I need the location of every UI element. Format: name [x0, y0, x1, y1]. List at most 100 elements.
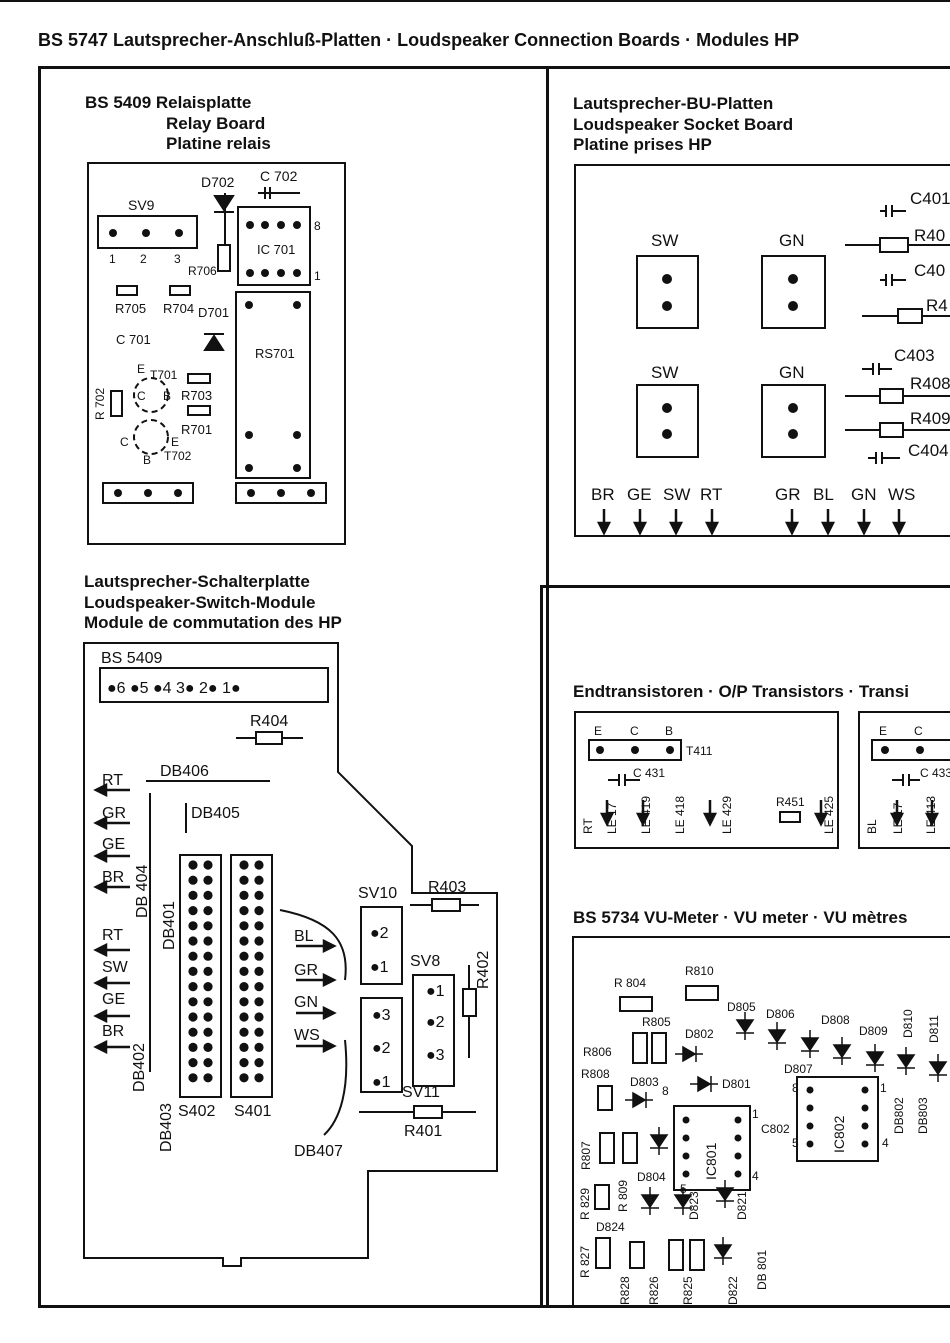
c433-capacitor	[892, 774, 920, 786]
wire-arrow-head	[93, 848, 108, 864]
switch-left-wire-label: GE	[102, 836, 125, 853]
r451-resistor	[779, 811, 801, 823]
gn-socket-bottom	[761, 384, 826, 458]
label-sv11-pin3: ●3	[372, 1007, 391, 1024]
label-d823: D823	[687, 1191, 701, 1220]
header-pin	[188, 906, 198, 916]
r404-resistor	[255, 731, 283, 745]
header-pin	[254, 982, 264, 992]
wire-arrow-head	[93, 782, 108, 798]
label-ic801: IC801	[703, 1142, 719, 1180]
socket-title-de: Lautsprecher-BU-Platten	[573, 94, 774, 113]
wire-arrow-head	[820, 521, 836, 536]
r808-resistor	[597, 1085, 613, 1111]
switch-left-wire-label: GE	[102, 991, 125, 1008]
label-db406: DB406	[160, 763, 209, 780]
right-top-frame	[543, 66, 950, 1308]
diode-symbol	[800, 1030, 820, 1058]
diode-symbol	[690, 1075, 718, 1093]
header-pin	[203, 875, 213, 885]
top-rule	[0, 0, 950, 2]
t702-transistor	[133, 419, 169, 455]
header-pin	[254, 921, 264, 931]
label-gn-bottom: GN	[779, 363, 805, 382]
header-pin	[254, 860, 264, 870]
header-pin	[239, 1012, 249, 1022]
diode-symbol	[767, 1022, 787, 1050]
label-rt: RT	[581, 818, 595, 834]
header-pin	[203, 997, 213, 1007]
wire-arrow-head	[924, 812, 940, 827]
label-r701: R701	[181, 422, 212, 437]
label-t433-c: C	[914, 724, 923, 738]
label-r404: R404	[250, 713, 288, 730]
header-pin	[254, 1073, 264, 1083]
label-t702: T702	[164, 449, 192, 463]
sv10-header	[360, 906, 403, 985]
r702-resistor	[110, 390, 123, 417]
label-sv11: SV11	[402, 1084, 440, 1101]
r705-resistor	[116, 285, 138, 296]
label-le418: LE 418	[673, 796, 687, 834]
label-le17-a: LE 17	[605, 802, 619, 834]
label-r808: R808	[581, 1067, 610, 1081]
diode-symbol	[715, 1180, 735, 1208]
switch-left-wire-label: BR	[102, 1023, 124, 1040]
label-gn-top: GN	[779, 231, 805, 250]
switch-module-title: Lautsprecher-Schalterplatte Loudspeaker-…	[84, 572, 342, 634]
label-le413: LE 413	[924, 796, 938, 834]
label-pin1: 1	[314, 269, 321, 283]
label-e2: E	[171, 435, 179, 449]
c401-capacitor	[880, 205, 906, 217]
r827-resistor	[595, 1237, 611, 1269]
header-pin	[188, 1042, 198, 1052]
label-r806: R806	[583, 1045, 612, 1059]
header-pin	[254, 1012, 264, 1022]
t433-socket	[871, 739, 950, 761]
label-c702: C 702	[260, 168, 298, 184]
header-pin	[239, 982, 249, 992]
header-pin	[203, 1073, 213, 1083]
vu-board-outline	[572, 936, 950, 1306]
component-symbols	[203, 187, 920, 786]
diode-symbol	[928, 1054, 948, 1082]
label-db801: DB 801	[755, 1250, 769, 1290]
label-d803: D803	[630, 1075, 659, 1089]
t701-transistor	[133, 377, 169, 413]
relay-traces	[224, 192, 300, 245]
header-pin	[188, 966, 198, 977]
label-r825: R825	[681, 1276, 695, 1305]
switch-left-wire-label: RT	[102, 927, 123, 944]
switch-right-wire-label: BL	[294, 928, 314, 945]
label-d822: D822	[726, 1276, 740, 1305]
r403-resistor	[431, 898, 461, 912]
label-s402: S402	[178, 1103, 215, 1120]
ic801-outline	[673, 1105, 751, 1191]
socket-wire-label: BL	[813, 485, 834, 504]
switch-right-wire-label: WS	[294, 1027, 320, 1044]
ic701-outline	[237, 206, 311, 286]
label-c802: C802	[761, 1122, 790, 1136]
label-d702: D702	[201, 174, 235, 190]
label-r810: R810	[685, 964, 714, 978]
label-r829: R 829	[578, 1188, 592, 1220]
label-d804: D804	[637, 1170, 666, 1184]
socket-wire-label: BR	[591, 485, 615, 504]
label-r826: R826	[647, 1276, 661, 1305]
header-pin	[254, 1042, 264, 1052]
label-c40: C40	[914, 261, 945, 280]
s402-header	[179, 854, 222, 1098]
label-p3: 3	[174, 252, 181, 266]
sw-socket-top	[636, 255, 699, 329]
page-title: BS 5747 Lautsprecher-Anschluß-Platten · …	[38, 30, 800, 50]
switch-left-wire-label: SW	[102, 959, 129, 976]
label-sv11-pin2: ●2	[372, 1040, 391, 1057]
label-sv8-pin1: ●1	[426, 983, 445, 1000]
label-ic802-pin1: 1	[880, 1081, 887, 1095]
switch-traces	[146, 737, 348, 1136]
label-d810: D810	[901, 1009, 915, 1038]
r825-resistor	[689, 1239, 705, 1271]
header-pin	[254, 951, 264, 961]
r409-resistor	[879, 422, 904, 438]
header-pin	[239, 951, 249, 961]
